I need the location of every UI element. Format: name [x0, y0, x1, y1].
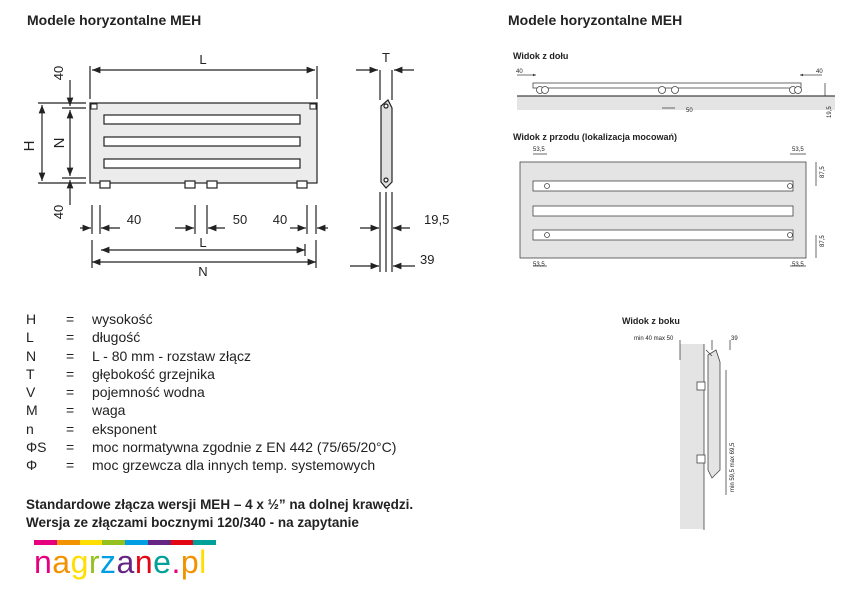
front-view [38, 66, 328, 268]
legend-symbol: M [26, 402, 38, 419]
legend-symbol: L [26, 329, 34, 346]
connector-2 [184, 180, 196, 189]
side-view [679, 340, 731, 530]
brand-color-bar [34, 540, 216, 545]
dim-N-bottom: N [198, 264, 207, 279]
bottom-view [517, 73, 835, 110]
right-title: Modele horyzontalne MEH [508, 12, 683, 28]
dim-39: 39 [420, 252, 434, 267]
legend-symbol: V [26, 384, 36, 401]
note-side-connectors: Wersja ze złączami bocznymi 120/340 - na… [26, 515, 359, 530]
mount-view-title: Widok z przodu (lokalizacja mocowań) [513, 132, 677, 142]
dim-19-5: 19,5 [424, 212, 449, 227]
legend-equals: = [66, 439, 75, 456]
brand-color-segment [170, 540, 194, 545]
dim-T: T [382, 50, 390, 65]
front-view-labels: L H N 40 40 40 50 40 L N [21, 52, 287, 279]
legend-equals: = [66, 457, 75, 474]
brand-color-segment [125, 540, 148, 545]
bottom-view-labels: Widok z dołu 40 40 50 19,5 [513, 51, 833, 118]
legend-symbol: n [26, 420, 34, 437]
dim-H: H [21, 141, 38, 152]
brand-color-segment [34, 540, 57, 545]
sv-top-label: min 40 max 50 [634, 336, 674, 342]
dim-N-vertical: N [51, 138, 68, 149]
legend-description: wysokość [92, 311, 153, 327]
slot-2 [103, 136, 301, 147]
legend-equals: = [66, 384, 75, 401]
note-standard-connectors: Standardowe złącza wersji MEH – 4 x ½” n… [26, 497, 414, 512]
legend-symbol: N [26, 347, 37, 364]
brand-wordmark: nagrzane.pl [34, 544, 207, 580]
connector-3 [206, 180, 218, 189]
legend-row: V = pojemność wodna [26, 383, 396, 401]
sv-vertical-label: min 59,5 max 69,5 [730, 442, 736, 492]
bv-40-right: 40 [816, 69, 823, 75]
mv-87-5-1: 87,5 [820, 166, 826, 178]
dim-top-40: 40 [51, 66, 66, 80]
dim-40-right: 40 [273, 212, 287, 227]
legend-description: pojemność wodna [92, 384, 205, 401]
legend-row: N = L - 80 mm - rozstaw złącz [26, 347, 396, 365]
side-view-labels: Widok z boku min 40 max 50 39 min 59,5 m… [622, 316, 738, 492]
legend-row: H = wysokość [26, 310, 396, 328]
slot-1 [103, 114, 301, 125]
side-profile-labels: T 19,5 39 [382, 50, 449, 267]
legend-description: L - 80 mm - rozstaw złącz [92, 347, 251, 364]
connector-4 [296, 180, 308, 189]
brand-color-segment [56, 540, 80, 545]
legend-description: waga [92, 402, 126, 419]
bv-19-5: 19,5 [827, 106, 833, 118]
left-title: Modele horyzontalne MEH [27, 12, 202, 28]
legend-row: T = głębokość grzejnika [26, 365, 396, 383]
mv-53-5-bl: 53,5 [533, 262, 545, 268]
legend-symbol: T [26, 365, 35, 382]
legend-equals: = [66, 402, 75, 419]
slot-3 [103, 158, 301, 169]
sv-39: 39 [731, 336, 738, 342]
legend-row: n = eksponent [26, 420, 396, 438]
legend-symbol: Φ [26, 457, 38, 474]
side-profile [350, 66, 415, 272]
mount-front-labels: Widok z przodu (lokalizacja mocowań) 53,… [513, 132, 826, 268]
legend-symbol: ΦS [26, 439, 47, 456]
brand-color-segment [79, 540, 103, 545]
bv-40-left: 40 [516, 69, 523, 75]
brand-color-segment [147, 540, 171, 545]
mv-53-5-tl: 53,5 [533, 147, 545, 153]
legend-equals: = [66, 420, 75, 437]
legend-equals: = [66, 329, 75, 346]
legend-row: L = długość [26, 328, 396, 346]
brand-color-segment [102, 540, 125, 545]
legend-description: głębokość grzejnika [92, 365, 215, 382]
dim-40-left: 40 [127, 212, 141, 227]
mv-53-5-tr: 53,5 [792, 147, 804, 153]
dim-L: L [199, 52, 206, 67]
connector-1 [99, 180, 111, 189]
legend-row: M = waga [26, 401, 396, 419]
legend-description: długość [92, 329, 141, 346]
legend-description: eksponent [92, 420, 157, 437]
legend-row: ΦS = moc normatywna zgodnie z EN 442 (75/6… [26, 438, 396, 456]
brand-color-segment [193, 540, 216, 545]
legend-row: Φ = moc grzewcza dla innych temp. systemow… [26, 456, 396, 474]
legend-symbol: H [26, 311, 37, 327]
legend-description: moc normatywna zgodnie z EN 442 (75/65/2… [92, 439, 397, 456]
bottom-view-title: Widok z dołu [513, 51, 568, 61]
legend-equals: = [66, 311, 75, 327]
mv-53-5-br: 53,5 [792, 262, 804, 268]
dim-bottom-40: 40 [51, 205, 66, 219]
bv-50: 50 [686, 108, 693, 114]
legend-description: moc grzewcza dla innych temp. systemowyc… [92, 457, 376, 474]
legend-equals: = [66, 347, 75, 364]
brand-logo: nagrzane.pl [34, 540, 216, 579]
dim-50: 50 [233, 212, 247, 227]
side-view-title: Widok z boku [622, 316, 680, 326]
mv-87-5-2: 87,5 [820, 235, 826, 247]
legend-equals: = [66, 365, 75, 382]
dim-L-bottom: L [199, 235, 206, 250]
mount-front-view [519, 153, 817, 267]
